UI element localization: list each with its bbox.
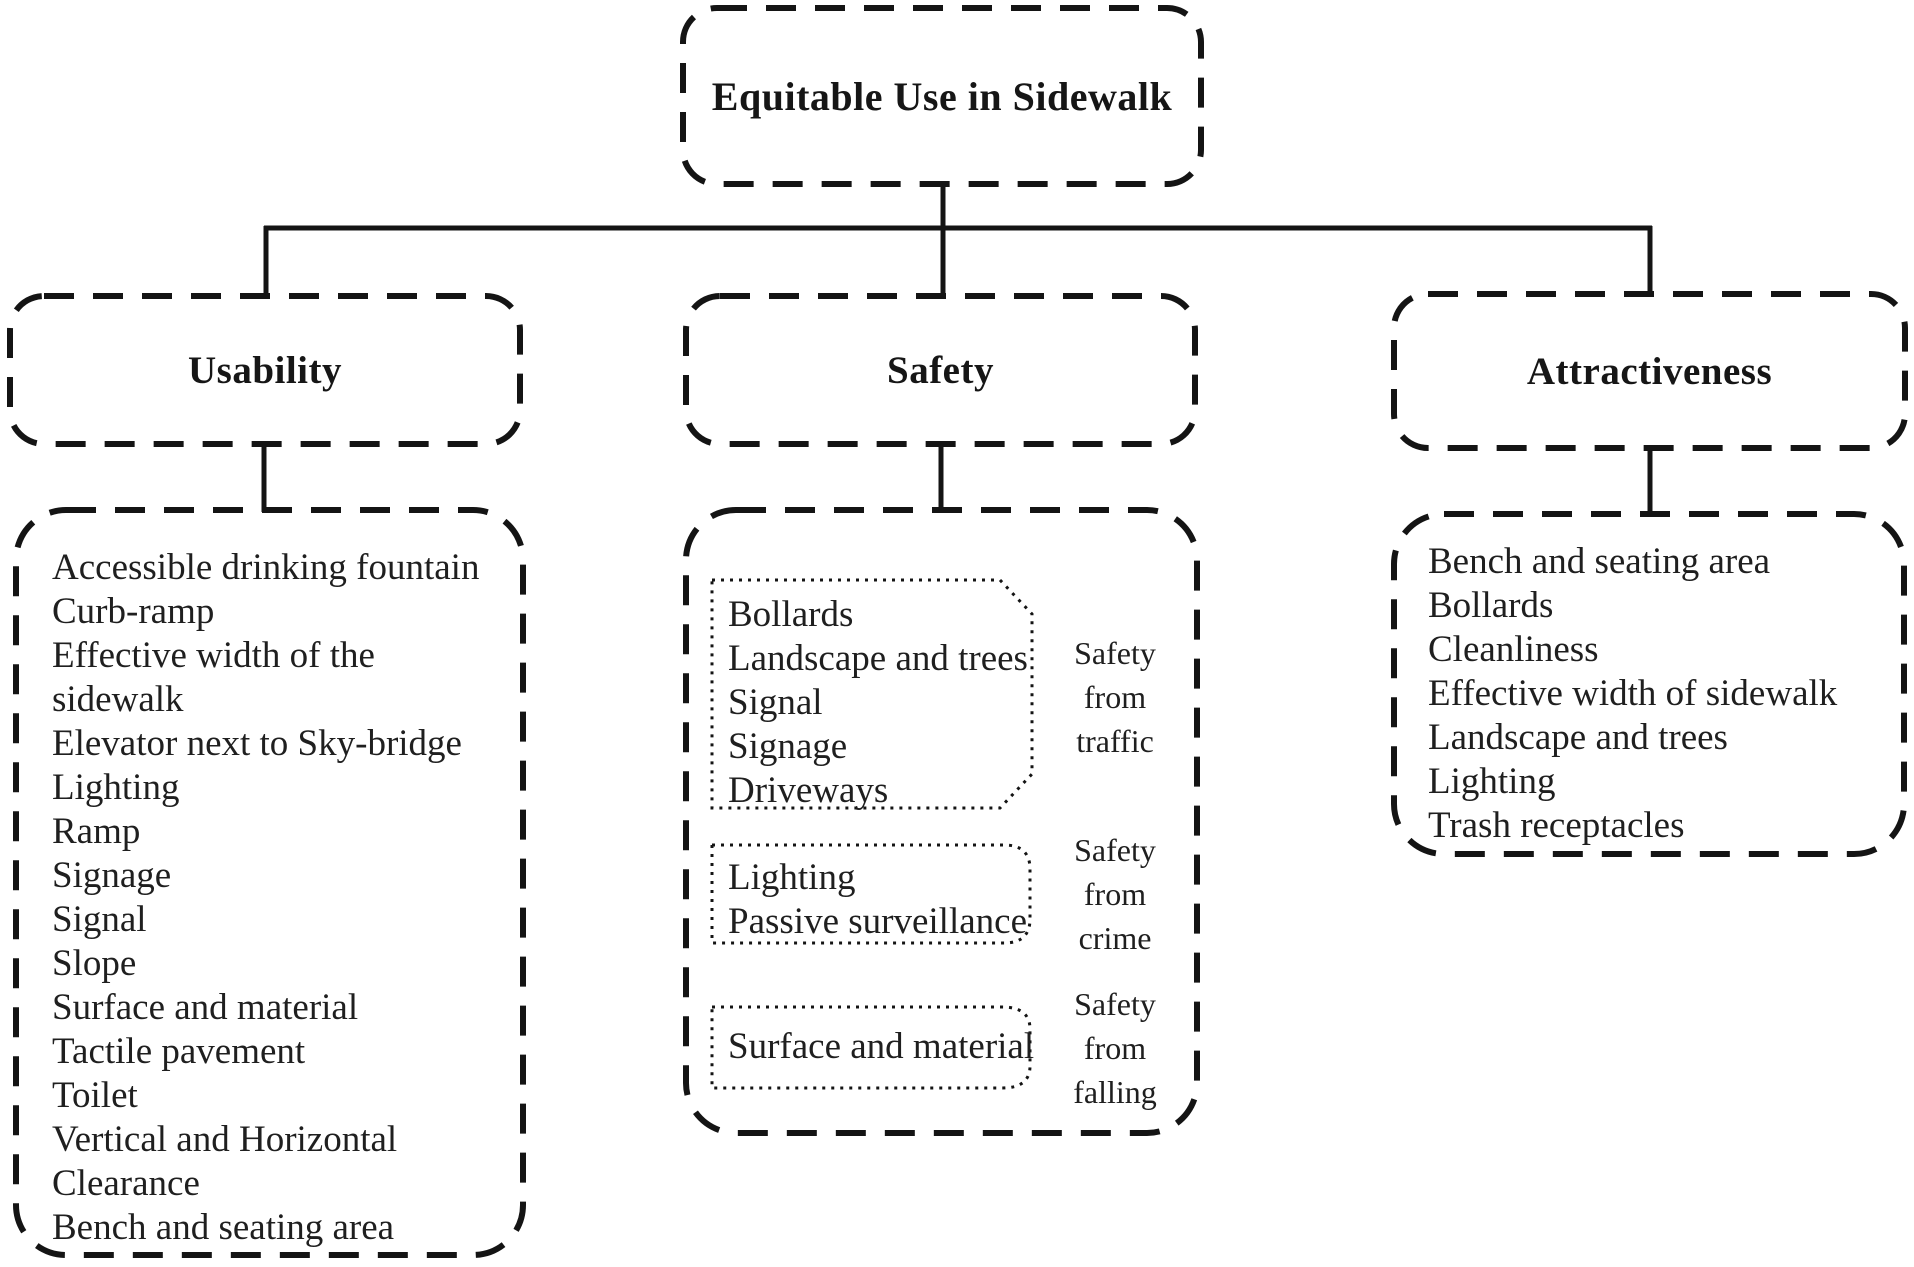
list-item: Signal [728, 682, 823, 723]
list-item: Lighting [728, 857, 856, 898]
attractiveness-box-outline [1391, 291, 1908, 451]
list-item: Trash receptacles [1428, 805, 1685, 846]
list-item: Toilet [52, 1075, 138, 1116]
list-item: Signage [52, 855, 172, 896]
safety-crime-group-outline [710, 843, 1032, 945]
list-item: Bollards [1428, 585, 1554, 626]
list-item: Driveways [728, 770, 889, 811]
attractiveness-list-outline [1391, 511, 1907, 857]
list-item: Vertical and Horizontal Clearance [52, 1119, 398, 1204]
safety-falling-label: Safety from falling [1073, 986, 1157, 1110]
list-item: Bollards [728, 594, 854, 635]
safety-crime-label: Safety from crime [1074, 832, 1156, 956]
list-item: Slope [52, 943, 137, 984]
list-item: Bench and seating area [1428, 541, 1771, 582]
list-item: Effective width of sidewalk [1428, 673, 1838, 714]
list-item: Bench and seating area [52, 1207, 395, 1248]
list-item: Signal [52, 899, 147, 940]
dashed-boxes [7, 5, 1908, 1258]
safety-box-outline [683, 293, 1198, 447]
list-item: Cleanliness [1428, 629, 1599, 670]
safety-node-title: Safety [887, 348, 994, 392]
usability-list-outline [13, 507, 526, 1258]
list-item: Lighting [52, 767, 180, 808]
list-item: Passive surveillance [728, 901, 1027, 942]
safety-falling-item-list: Surface and material [728, 1025, 1034, 1069]
list-item: Tactile pavement [52, 1031, 306, 1072]
safety-list-outline [683, 507, 1200, 1136]
usability-box-outline [7, 293, 523, 447]
list-item: Surface and material [728, 1026, 1035, 1067]
list-item: Surface and material [52, 987, 359, 1028]
connector-lines [261, 182, 1653, 516]
list-item: Signage [728, 726, 848, 767]
safety-traffic-label: Safety from traffic [1074, 635, 1156, 759]
list-item: Ramp [52, 811, 141, 852]
attractiveness-node-title: Attractiveness [1526, 349, 1773, 393]
dotted-group-boxes [710, 578, 1034, 1090]
list-item: Landscape and trees [728, 638, 1028, 679]
list-item: Accessible drinking fountain [52, 547, 480, 588]
list-item: Lighting [1428, 761, 1556, 802]
list-item: Curb-ramp [52, 591, 215, 632]
usability-node-title: Usability [187, 348, 343, 392]
root-box-outline [680, 5, 1204, 187]
list-item: Elevator next to Sky-bridge [52, 723, 462, 764]
list-item: Effective width of the sidewalk [52, 635, 375, 720]
safety-traffic-group-outline [710, 578, 1034, 810]
root-node-title: Equitable Use in Sidewalk [711, 73, 1173, 119]
list-item: Landscape and trees [1428, 717, 1728, 758]
